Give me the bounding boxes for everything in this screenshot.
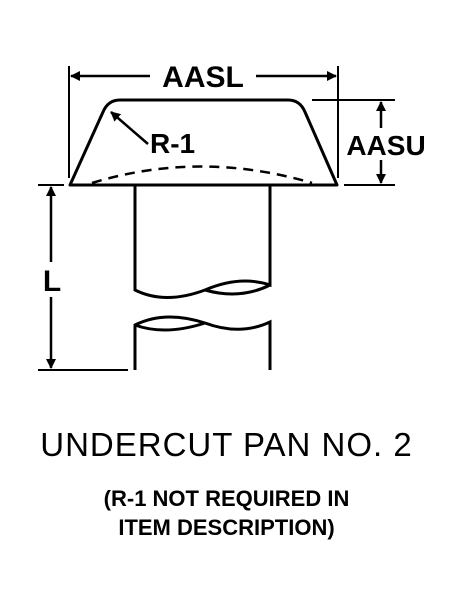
l-label: L	[43, 265, 61, 298]
screw-head-outline	[68, 98, 339, 187]
diagram-title: UNDERCUT PAN NO. 2	[40, 426, 413, 463]
r1-leader	[110, 111, 149, 145]
diagram-note-line-1: (R-1 NOT REQUIRED IN	[103, 486, 350, 511]
undercut-hidden-line	[91, 165, 313, 185]
aasu-label: AASU	[346, 130, 425, 161]
r1-label: R-1	[150, 128, 195, 159]
diagram-note-line-2: ITEM DESCRIPTION)	[118, 515, 335, 540]
shank-upper	[133, 185, 272, 299]
break-line-upper	[204, 283, 271, 296]
aasl-label: AASL	[162, 61, 244, 94]
undercut-pan-head-diagram: AASL R-1 AASU L	[38, 61, 426, 371]
diagram-note: (R-1 NOT REQUIRED IN ITEM DESCRIPTION)	[0, 484, 453, 542]
break-line-lower	[134, 321, 206, 332]
